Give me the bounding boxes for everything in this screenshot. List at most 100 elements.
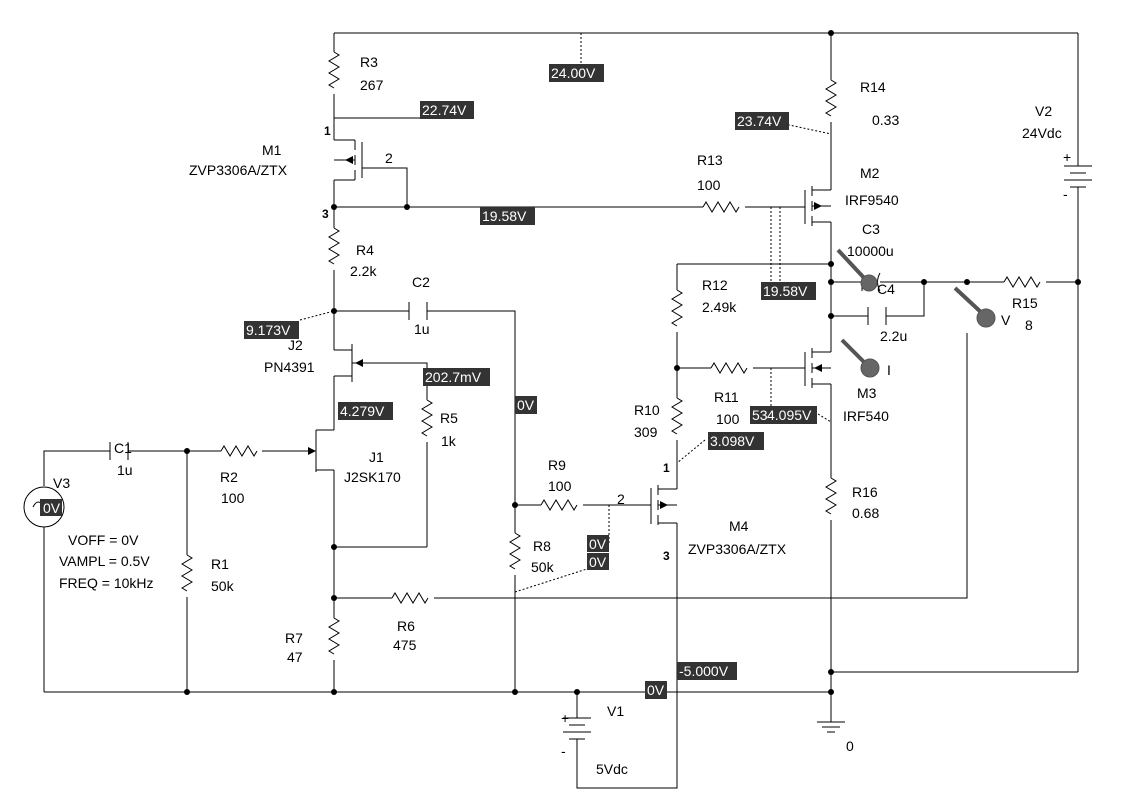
c2-name: C2 <box>412 274 430 290</box>
resistor-r7[interactable] <box>328 617 340 655</box>
m2-value: IRF9540 <box>845 192 899 208</box>
voltage-marker-9-173v: 9.173V <box>244 321 299 339</box>
c2-value: 1u <box>414 321 430 337</box>
resistor-r12[interactable] <box>671 289 683 327</box>
resistor-r6[interactable] <box>391 592 429 604</box>
svg-text:-5.000V: -5.000V <box>679 663 729 679</box>
m4-pin-3: 3 <box>663 549 670 563</box>
resistor-r15[interactable] <box>1003 276 1041 288</box>
v3-freq: FREQ = 10kHz <box>59 575 154 591</box>
voltage-marker-0v-b: 0V <box>587 535 609 552</box>
capacitor-c4[interactable] <box>867 307 887 325</box>
c3-value: 10000u <box>847 243 894 259</box>
resistor-r11[interactable] <box>710 362 748 374</box>
r10-name: R10 <box>634 402 660 418</box>
m1-pin-3: 3 <box>322 207 329 221</box>
svg-text:19.58V: 19.58V <box>763 283 808 299</box>
r7-name: R7 <box>285 630 303 646</box>
resistor-r8[interactable] <box>509 532 521 570</box>
svg-text:3.098V: 3.098V <box>710 433 755 449</box>
v1-name: V1 <box>607 703 624 719</box>
svg-text:19.58V: 19.58V <box>482 208 527 224</box>
resistor-r9[interactable] <box>540 499 578 511</box>
r12-value: 2.49k <box>702 299 737 315</box>
resistor-r1[interactable] <box>181 554 193 592</box>
m4-name: M4 <box>729 518 749 534</box>
c4-name: C4 <box>877 281 895 297</box>
c1-name: C1 <box>114 440 132 456</box>
j2-value: PN4391 <box>264 359 315 375</box>
voltage-marker-19-58v-b: 19.58V <box>761 282 816 300</box>
r5-value: 1k <box>441 433 457 449</box>
resistor-r3[interactable] <box>328 51 340 89</box>
m1-pin-1: 1 <box>324 124 331 138</box>
resistor-r2[interactable] <box>220 445 258 457</box>
r5-name: R5 <box>440 410 458 426</box>
mosfet-m2[interactable] <box>795 180 832 226</box>
v1-value: 5Vdc <box>596 761 628 777</box>
source-v2[interactable] <box>1064 165 1092 196</box>
voltage-marker-minus-5v: -5.000V <box>677 662 737 680</box>
r4-name: R4 <box>356 242 374 258</box>
resistors <box>181 51 1041 655</box>
m4-pin-2: 2 <box>617 491 625 507</box>
resistor-r16[interactable] <box>825 477 837 515</box>
voltage-marker-22-74v: 22.74V <box>420 101 474 119</box>
m4-value: ZVP3306A/ZTX <box>688 541 787 557</box>
r10-value: 309 <box>634 424 658 440</box>
v3-value-tag: 0V <box>40 499 62 516</box>
r6-value: 475 <box>393 637 417 653</box>
m1-value: ZVP3306A/ZTX <box>189 162 288 178</box>
junction-dots <box>184 30 1081 695</box>
voltage-probe-icon[interactable] <box>953 286 996 328</box>
resistor-r14[interactable] <box>825 79 837 117</box>
capacitor-c2[interactable] <box>408 302 428 320</box>
capacitor-c1[interactable] <box>109 442 129 460</box>
v3-name: V3 <box>53 475 70 491</box>
c1-value: 1u <box>117 462 133 478</box>
m1-name: M1 <box>262 142 282 158</box>
v3-voff: VOFF = 0V <box>68 532 139 548</box>
component-labels: R3 267 R14 0.33 V2 24Vdc + - M1 ZVP3306A… <box>40 54 1071 777</box>
c3-name: C3 <box>862 221 880 237</box>
mosfet-m4[interactable] <box>641 485 677 525</box>
v2-plus: + <box>1063 149 1071 165</box>
probe-v-label: V <box>1001 312 1011 328</box>
voltage-marker-23-74v: 23.74V <box>735 112 789 130</box>
v2-minus: - <box>1063 186 1068 202</box>
c4-value: 2.2u <box>880 328 907 344</box>
m3-value: IRF540 <box>843 408 889 424</box>
probe-c3-icon[interactable] <box>836 248 878 292</box>
svg-text:0V: 0V <box>589 536 607 552</box>
r16-value: 0.68 <box>852 505 879 521</box>
mosfet-m1[interactable] <box>334 139 373 181</box>
svg-text:53: 53 <box>752 407 768 423</box>
r1-value: 50k <box>211 578 235 594</box>
mosfet-m3[interactable] <box>795 345 832 390</box>
resistor-r10[interactable] <box>671 397 683 435</box>
ground-label: 0 <box>846 738 854 754</box>
wires <box>43 32 1079 789</box>
resistor-r13[interactable] <box>702 201 740 213</box>
probe-i-label: I <box>887 362 891 378</box>
jfet-j2[interactable] <box>334 344 363 382</box>
capacitors <box>109 272 887 460</box>
pin-numbers: 1 2 3 1 2 3 <box>322 124 670 563</box>
resistor-r4[interactable] <box>328 227 340 265</box>
source-v1[interactable] <box>563 717 591 760</box>
resistor-r5[interactable] <box>421 399 433 437</box>
svg-text:0V: 0V <box>517 397 535 413</box>
r14-value: 0.33 <box>872 112 899 128</box>
r12-name: R12 <box>702 277 728 293</box>
r3-value: 267 <box>360 77 384 93</box>
voltage-marker-202-7mv: 202.7mV <box>423 368 490 386</box>
svg-text:9.173V: 9.173V <box>246 322 291 338</box>
ground-symbol <box>817 721 845 733</box>
r13-value: 100 <box>697 177 721 193</box>
v2-value: 24Vdc <box>1022 125 1062 141</box>
r14-name: R14 <box>860 79 886 95</box>
current-probe-icon[interactable] <box>840 338 880 378</box>
jfet-j1[interactable] <box>308 429 334 472</box>
j2-name: J2 <box>288 337 303 353</box>
